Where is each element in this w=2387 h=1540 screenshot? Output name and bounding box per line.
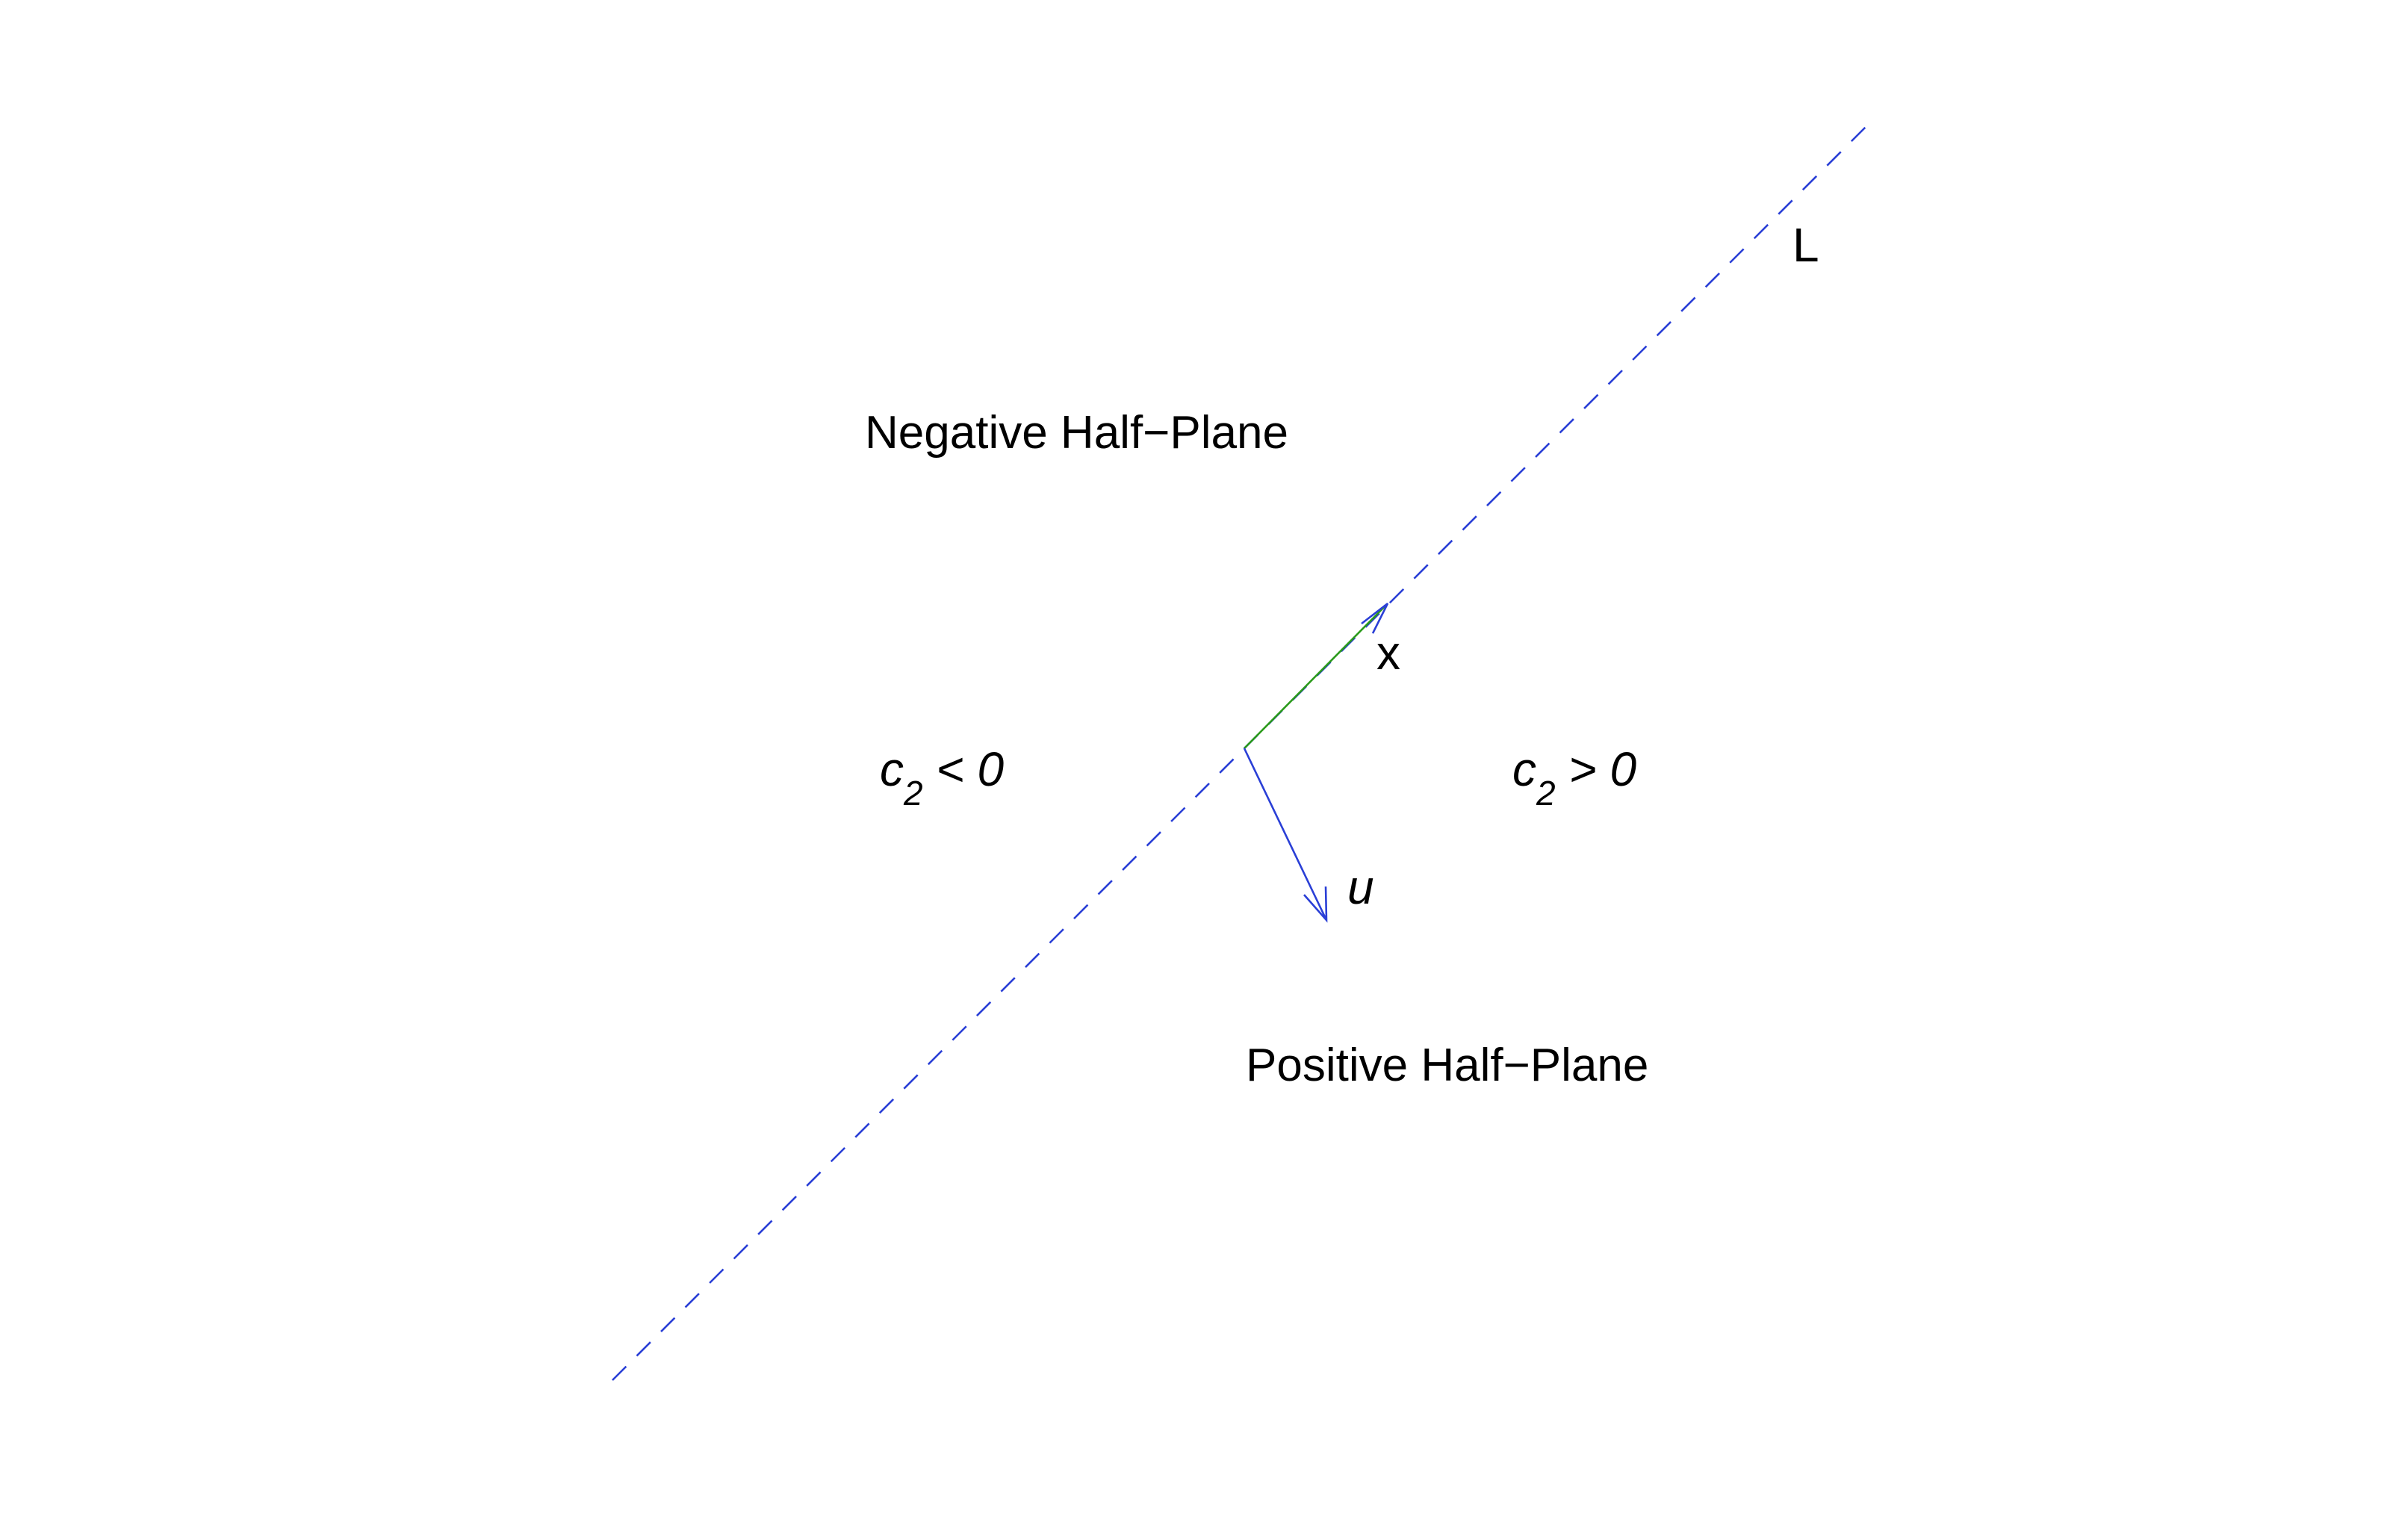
condition-right-subscript: 2 (1536, 774, 1556, 813)
condition-left-relation: < 0 (923, 742, 1005, 796)
vector-x-label: x (1376, 626, 1400, 680)
condition-right: c2 > 0 (1512, 742, 1637, 813)
vector-u-shaft (1243, 748, 1328, 921)
condition-left: c2 < 0 (880, 742, 1005, 813)
line-label: L (1792, 218, 1819, 272)
positive-half-plane-label: Positive Half−Plane (1246, 1040, 1648, 1091)
condition-right-relation: > 0 (1556, 742, 1637, 796)
vector-x-arrowhead (1361, 602, 1389, 634)
line-l (612, 120, 1872, 1381)
condition-right-var: c (1512, 742, 1536, 796)
vector-x-shaft (1244, 603, 1388, 749)
vector-u-arrowhead (1303, 886, 1328, 923)
condition-left-var: c (880, 742, 904, 796)
vector-u-label: u (1347, 860, 1374, 914)
negative-half-plane-label: Negative Half−Plane (865, 407, 1288, 459)
condition-left-subscript: 2 (903, 774, 923, 813)
